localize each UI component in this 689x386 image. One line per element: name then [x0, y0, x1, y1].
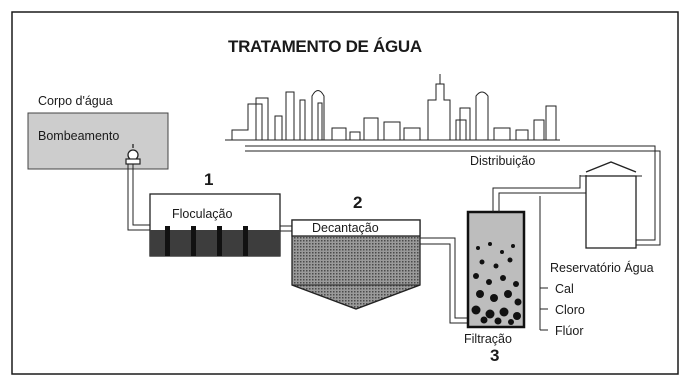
additive-fluorine: Flúor	[555, 324, 583, 338]
additive-lime: Cal	[555, 282, 574, 296]
diagram-title: TRATAMENTO DE ÁGUA	[228, 37, 422, 56]
step-3-number: 3	[490, 346, 499, 365]
decantation-label: Decantação	[312, 221, 379, 235]
pipe-decantation-to-filtration	[420, 237, 468, 319]
step-1-number: 1	[204, 170, 213, 189]
pipe-pump-to-floculation	[127, 164, 150, 231]
diagram-frame	[11, 11, 679, 375]
step-2-number: 2	[353, 193, 362, 212]
pipe-filtration-to-reservoir	[492, 175, 581, 212]
distribution-label: Distribuição	[470, 154, 535, 168]
water-body: Corpo d'água Bombeamento	[27, 94, 169, 170]
additives-list: Cal Cloro Flúor	[539, 196, 585, 338]
filtration-tank: Filtração 3	[464, 210, 526, 365]
floculation-tank: 1 Floculação	[149, 170, 281, 257]
water-body-label: Corpo d'água	[38, 94, 113, 108]
pumping-label: Bombeamento	[38, 129, 119, 143]
city-skyline	[225, 74, 560, 141]
reservoir-tank: Reservatório Água	[550, 161, 654, 275]
floculation-label: Floculação	[172, 207, 232, 221]
additive-chlorine: Cloro	[555, 303, 585, 317]
reservoir-label: Reservatório Água	[550, 260, 654, 275]
decantation-tank: 2 Decantação	[291, 193, 421, 310]
filtration-label: Filtração	[464, 332, 512, 346]
pipe-reservoir-to-distribution	[245, 145, 656, 241]
